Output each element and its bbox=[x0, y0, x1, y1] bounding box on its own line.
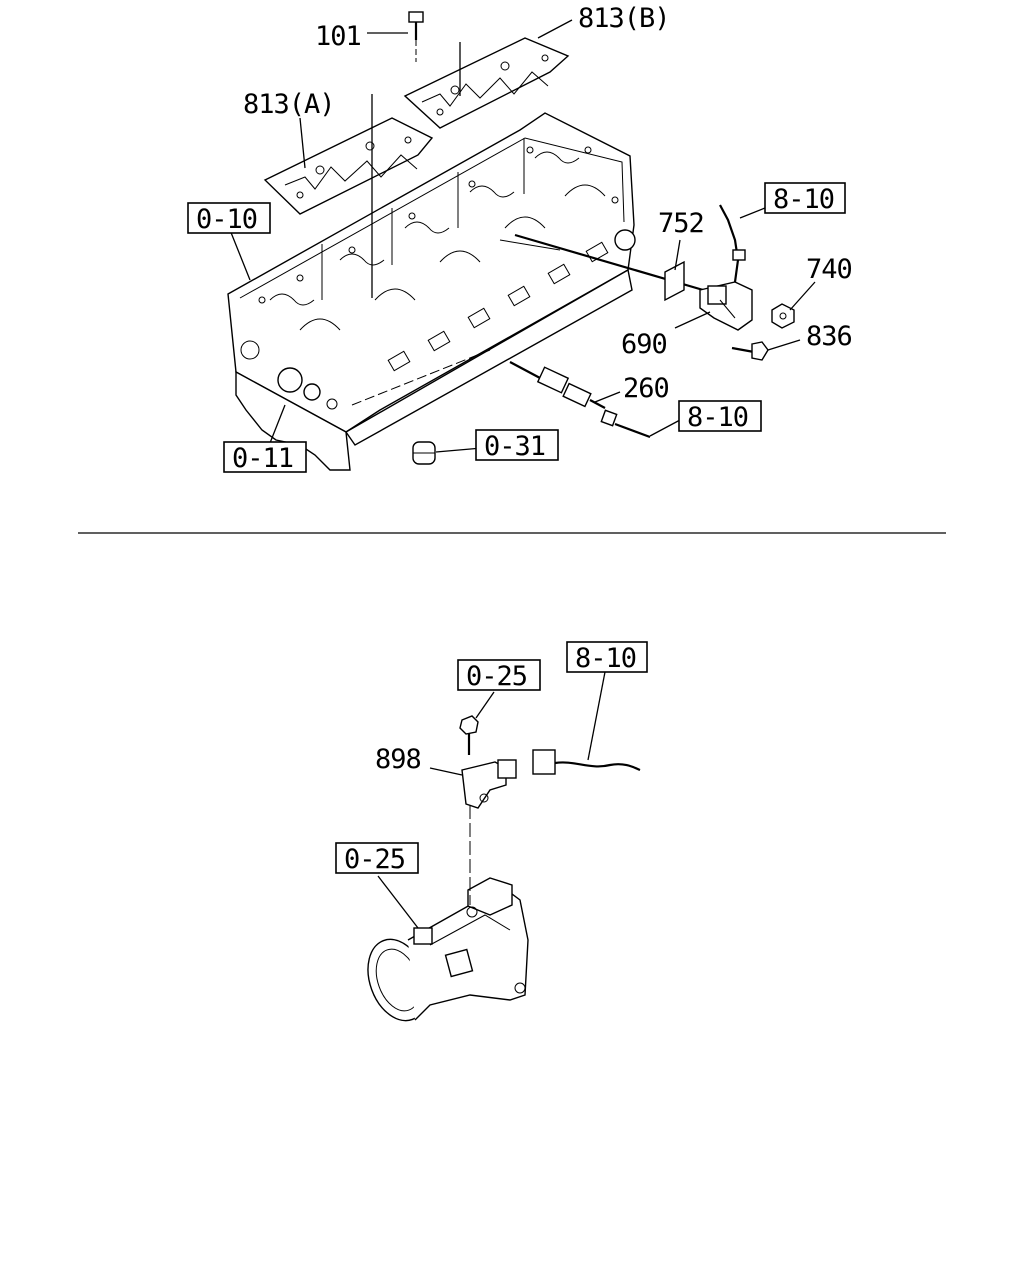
svg-text:8-10: 8-10 bbox=[687, 402, 748, 433]
ref-8-10-top[interactable]: 8-10 bbox=[764, 182, 846, 215]
leader-lines bbox=[229, 19, 816, 929]
svg-text:0-11: 0-11 bbox=[232, 443, 293, 474]
callout-101: 101 bbox=[315, 21, 361, 52]
callout-260: 260 bbox=[623, 373, 669, 404]
callout-898: 898 bbox=[375, 744, 421, 775]
ref-0-25-bottom[interactable]: 0-25 bbox=[335, 842, 419, 875]
bolt-836 bbox=[731, 341, 769, 361]
gasket-813a bbox=[263, 117, 434, 215]
ref-0-11[interactable]: 0-11 bbox=[223, 441, 307, 474]
sensor-690 bbox=[699, 204, 753, 331]
gasket-752 bbox=[664, 260, 685, 302]
svg-text:0-31: 0-31 bbox=[484, 431, 545, 462]
ref-0-10[interactable]: 0-10 bbox=[187, 202, 271, 235]
ref-8-10-mid[interactable]: 8-10 bbox=[678, 400, 762, 433]
ref-0-31[interactable]: 0-31 bbox=[475, 429, 559, 462]
ref-8-10-bottom[interactable]: 8-10 bbox=[566, 641, 648, 674]
callout-836: 836 bbox=[806, 321, 852, 352]
svg-text:8-10: 8-10 bbox=[575, 643, 636, 674]
callout-740: 740 bbox=[806, 254, 852, 285]
svg-text:8-10: 8-10 bbox=[773, 184, 834, 215]
ref-0-25-top[interactable]: 0-25 bbox=[457, 659, 541, 692]
connector-lower bbox=[600, 409, 651, 439]
callout-813b: 813(B) bbox=[578, 3, 670, 34]
svg-text:0-25: 0-25 bbox=[466, 661, 527, 692]
harness-connector bbox=[532, 749, 641, 775]
sensor-898 bbox=[461, 759, 517, 809]
cylinder-head bbox=[227, 112, 636, 471]
sensor-260 bbox=[509, 361, 606, 409]
plug-0-31 bbox=[412, 441, 436, 465]
bolt-0-25-top bbox=[459, 715, 479, 755]
bolt-101 bbox=[408, 11, 424, 62]
nut-740 bbox=[771, 303, 795, 329]
callout-690: 690 bbox=[621, 329, 667, 360]
svg-text:0-10: 0-10 bbox=[196, 204, 257, 235]
callout-752: 752 bbox=[658, 208, 704, 239]
intake-body bbox=[367, 877, 529, 1022]
callout-813a: 813(A) bbox=[243, 89, 335, 120]
svg-text:0-25: 0-25 bbox=[344, 844, 405, 875]
gasket-813b bbox=[403, 37, 570, 129]
